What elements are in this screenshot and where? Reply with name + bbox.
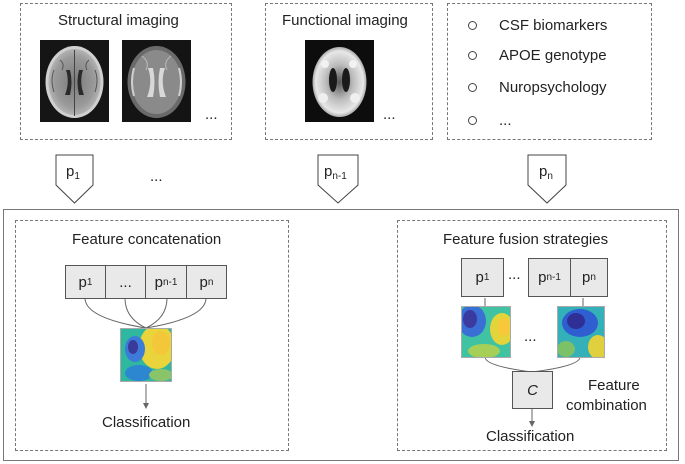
structural-imaging-box xyxy=(20,3,232,140)
concat-merge-lines xyxy=(84,297,207,329)
other-item-0: CSF biomarkers xyxy=(468,17,607,34)
feature-fusion-box xyxy=(397,220,667,451)
functional-imaging-box xyxy=(265,3,433,140)
arrow-p1 xyxy=(55,154,94,204)
bullet-icon xyxy=(468,115,477,125)
fusion-heatmaps-ellipsis: ... xyxy=(524,328,537,345)
feature-combination-node: C xyxy=(512,371,553,409)
bullet-icon xyxy=(468,50,477,60)
structural-ellipsis: ... xyxy=(205,106,218,123)
feature-concatenation-box xyxy=(15,220,289,451)
other-item-1: APOE genotype xyxy=(468,47,607,64)
fusion-arrowhead xyxy=(529,421,535,427)
mri-t2-image xyxy=(122,40,191,122)
concat-feature-heatmap xyxy=(120,325,175,382)
feature-combination-label-line2: combination xyxy=(566,397,647,414)
arrow-pn-label: pn xyxy=(539,163,553,182)
fusion-classification: Classification xyxy=(486,428,575,445)
concat-arrowhead xyxy=(143,403,149,409)
bullet-icon xyxy=(468,20,477,30)
functional-ellipsis: ... xyxy=(383,106,396,123)
arrow-pn xyxy=(527,154,567,204)
functional-imaging-title: Functional imaging xyxy=(282,12,408,29)
fusion-heatmap-1 xyxy=(458,305,514,358)
methods-frame xyxy=(3,209,679,461)
arrow-pn1 xyxy=(317,154,359,204)
feature-fusion-title: Feature fusion strategies xyxy=(443,231,609,248)
other-item-3: ... xyxy=(468,112,512,129)
concat-cell-ellipsis: ... xyxy=(105,265,146,299)
other-item-2: Nuropsychology xyxy=(468,79,607,96)
arrow-pn1-label: pn-1 xyxy=(324,163,347,182)
feature-concatenation-title: Feature concatenation xyxy=(72,231,222,248)
bullet-icon xyxy=(468,82,477,92)
concat-classification: Classification xyxy=(102,414,191,431)
pet-image xyxy=(305,40,374,122)
structural-imaging-title: Structural imaging xyxy=(58,12,179,29)
other-markers-box xyxy=(447,3,652,140)
fusion-cells-ellipsis: ... xyxy=(508,266,521,283)
fusion-heatmap-n xyxy=(557,306,608,359)
arrows-middle-ellipsis: ... xyxy=(150,168,163,185)
mri-t1-image xyxy=(40,40,109,122)
arrow-p1-label: p1 xyxy=(66,163,80,182)
fusion-merge-lines xyxy=(484,356,581,373)
feature-combination-label-line1: Feature xyxy=(588,377,640,394)
